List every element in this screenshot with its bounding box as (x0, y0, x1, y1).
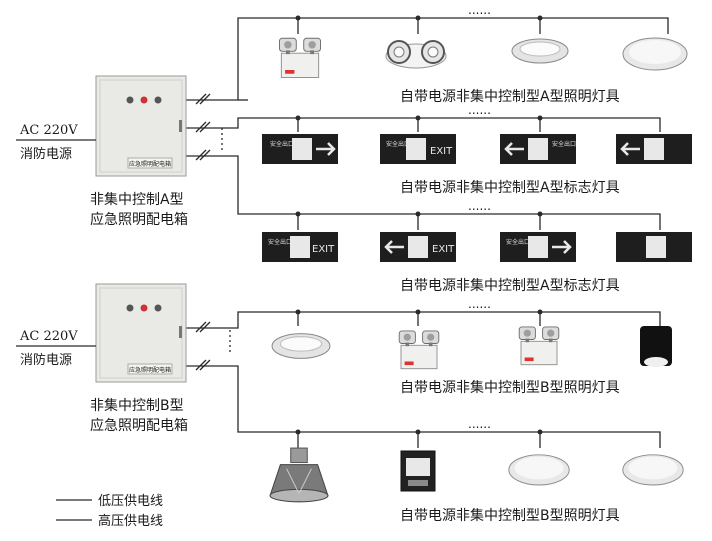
row3-fixtures: 安全出口 EXIT EXIT 安全出口 (262, 232, 692, 262)
twin-head-emergency-lamp-icon (398, 330, 440, 370)
svg-text:安全出口: 安全出口 (386, 140, 410, 148)
indicator-light-icon (154, 304, 162, 312)
box-b-plate-label: 应急照明配电箱 (129, 366, 171, 374)
box-b-name-line2: 应急照明配电箱 (90, 417, 188, 434)
row2-dots: ...... (468, 103, 491, 117)
twin-head-emergency-lamp-icon (518, 326, 560, 366)
exit-sign-icon: 安全出口 (500, 134, 576, 164)
box-b-name-line1: 非集中控制B型 (90, 397, 184, 414)
distribution-box-b: 应急照明配电箱 (95, 283, 187, 383)
svg-text:EXIT: EXIT (432, 244, 455, 255)
twin-head-emergency-lamp-icon (278, 37, 322, 78)
row5-caption: 自带电源非集中控制型B型照明灯具 (400, 507, 620, 524)
row3-dots: ...... (468, 199, 491, 213)
box-b-power-label: AC 220V 消防电源 (16, 329, 96, 368)
box-b-fire-power-label: 消防电源 (20, 352, 72, 368)
exit-sign-icon (616, 232, 692, 262)
legend: 低压供电线 高压供电线 (56, 494, 163, 529)
distribution-box-a: 应急照明配电箱 (95, 75, 187, 177)
exit-sign-icon: 安全出口 (500, 232, 576, 262)
indicator-light-icon (140, 304, 148, 312)
ceiling-downlight-icon (271, 333, 331, 359)
ceiling-downlight-icon (511, 38, 569, 64)
row1-caption: 自带电源非集中控制型A型照明灯具 (400, 88, 620, 105)
row3-caption: 自带电源非集中控制型A型标志灯具 (400, 277, 620, 294)
svg-text:EXIT: EXIT (312, 244, 335, 255)
svg-text:安全出口: 安全出口 (552, 140, 576, 148)
row5-dots: ...... (468, 417, 491, 431)
svg-text:安全出口: 安全出口 (268, 238, 292, 246)
dome-ceiling-lamp-icon (622, 37, 688, 71)
junction-dots (295, 15, 543, 435)
twin-spotlight-icon (384, 39, 448, 70)
exit-sign-icon (616, 134, 692, 164)
continuation-dots: ...... ...... ...... ...... ...... (468, 3, 491, 431)
exit-sign-icon: 安全出口 (262, 134, 338, 164)
indicator-light-icon (154, 96, 162, 104)
wall-mounted-lamp-icon (400, 450, 436, 492)
row1-dots: ...... (468, 3, 491, 17)
box-b-ac-label: AC 220V (19, 329, 78, 344)
exit-sign-icon: EXIT (380, 232, 456, 262)
exit-sign-icon: 安全出口 EXIT (262, 232, 338, 262)
wiring-box-b (186, 311, 661, 448)
high-bay-lamp-icon (269, 447, 329, 503)
dome-ceiling-lamp-icon (622, 454, 684, 486)
svg-text:EXIT: EXIT (430, 146, 453, 157)
dome-ceiling-lamp-icon (508, 454, 570, 486)
row4-dots: ...... (468, 297, 491, 311)
indicator-light-icon (126, 96, 134, 104)
svg-text:安全出口: 安全出口 (506, 238, 530, 246)
legend-low-voltage-label: 低压供电线 (98, 494, 163, 509)
row2-fixtures: 安全出口 安全出口 EXIT 安全出口 (262, 134, 692, 164)
box-a-ac-label: AC 220V (19, 123, 78, 138)
wiring-box-a (186, 17, 669, 230)
cylinder-downlight-icon (640, 326, 672, 367)
box-a-name-line1: 非集中控制A型 (90, 191, 184, 208)
exit-sign-icon: 安全出口 EXIT (380, 134, 456, 164)
box-a-name-line2: 应急照明配电箱 (90, 211, 188, 228)
svg-text:安全出口: 安全出口 (270, 140, 294, 148)
row4-caption: 自带电源非集中控制型B型照明灯具 (400, 379, 620, 396)
indicator-light-icon (140, 96, 148, 104)
box-a-plate-label: 应急照明配电箱 (129, 160, 171, 168)
indicator-light-icon (126, 304, 134, 312)
row5-fixtures (269, 447, 684, 503)
legend-high-voltage-label: 高压供电线 (98, 513, 163, 529)
box-a-fire-power-label: 消防电源 (20, 146, 72, 162)
row1-fixtures (278, 37, 688, 78)
row2-caption: 自带电源非集中控制型A型标志灯具 (400, 179, 620, 196)
row4-fixtures (271, 326, 672, 370)
box-a-power-label: AC 220V 消防电源 (16, 123, 96, 162)
